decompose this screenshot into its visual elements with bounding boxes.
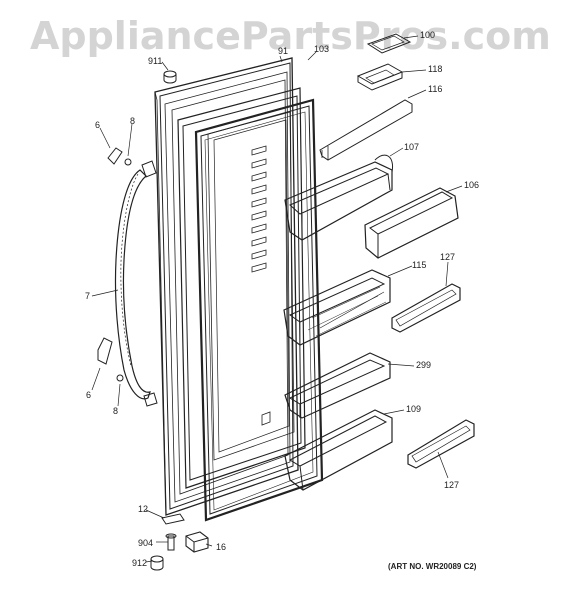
callout-911: 911 bbox=[148, 56, 162, 66]
callout-100: 100 bbox=[420, 30, 435, 40]
door-outer-panel bbox=[154, 57, 299, 516]
bracket-12 bbox=[161, 513, 185, 525]
callout-127-lower: 127 bbox=[444, 480, 459, 490]
callout-6-bottom: 6 bbox=[86, 390, 91, 400]
callout-904: 904 bbox=[138, 538, 153, 548]
leader-lines bbox=[91, 35, 463, 563]
callout-12: 12 bbox=[138, 504, 148, 514]
bin-115 bbox=[283, 269, 391, 346]
callout-16: 16 bbox=[216, 542, 226, 552]
hinge-pin-904 bbox=[165, 533, 177, 551]
bin-cover-127-lower bbox=[407, 419, 475, 469]
hinge-pin-top bbox=[163, 70, 177, 84]
bin-109 bbox=[284, 409, 393, 491]
callout-912: 912 bbox=[132, 558, 147, 568]
bin-cover-127-upper bbox=[391, 283, 461, 333]
callout-106: 106 bbox=[464, 180, 479, 190]
handle-cap-top bbox=[107, 147, 123, 165]
callout-8-bottom: 8 bbox=[113, 406, 118, 416]
callout-107: 107 bbox=[404, 142, 419, 152]
bin-106 bbox=[364, 187, 459, 259]
bin-107 bbox=[284, 154, 394, 241]
dairy-door bbox=[319, 33, 413, 161]
art-number: (ART NO. WR20089 C2) bbox=[388, 562, 477, 571]
callout-7: 7 bbox=[85, 291, 90, 301]
callout-118: 118 bbox=[428, 64, 442, 74]
handle-cap-bottom bbox=[97, 337, 113, 365]
callout-6-top: 6 bbox=[95, 120, 100, 130]
part-16 bbox=[185, 531, 209, 553]
callout-127-upper: 127 bbox=[440, 252, 455, 262]
hinge-pin-912 bbox=[150, 555, 164, 571]
callout-103: 103 bbox=[314, 44, 329, 54]
callout-116: 116 bbox=[428, 84, 442, 94]
callout-109: 109 bbox=[406, 404, 421, 414]
screw-bottom bbox=[116, 374, 124, 382]
screw-top bbox=[124, 158, 132, 166]
callout-115: 115 bbox=[412, 260, 426, 270]
callout-299: 299 bbox=[416, 360, 431, 370]
bin-299 bbox=[284, 352, 391, 419]
door-handle bbox=[114, 160, 158, 407]
watermark: AppliancePartsPros.com bbox=[30, 14, 551, 58]
callout-91x: 91 bbox=[278, 46, 288, 56]
callout-8-top: 8 bbox=[130, 116, 135, 126]
